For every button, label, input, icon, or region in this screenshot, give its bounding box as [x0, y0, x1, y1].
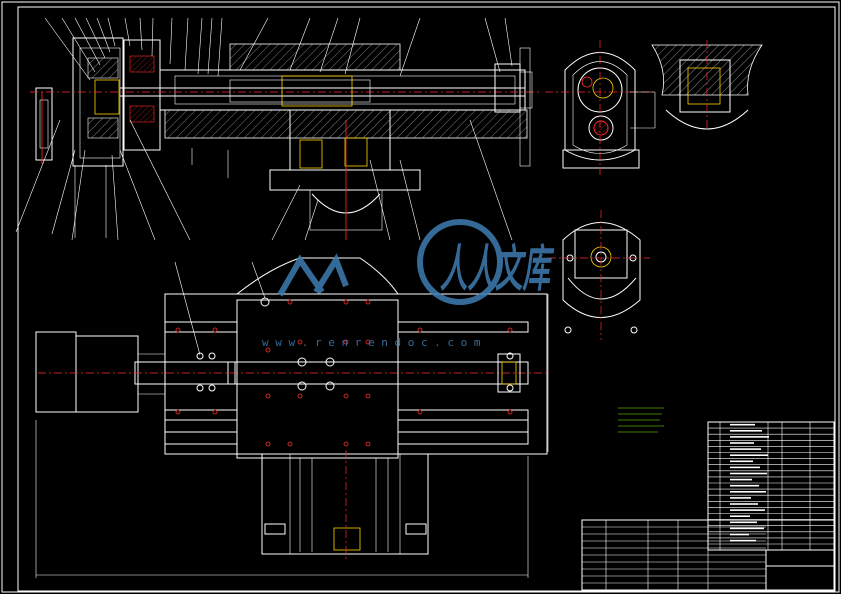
watermark: 人人文库 w w w . r e n r e n d o c . c o m: [262, 219, 554, 349]
parts-list-entry-mark: [730, 527, 764, 530]
side-view-c: [548, 210, 650, 340]
parts-list-entry-mark: [730, 436, 769, 438]
watermark-url: w w w . r e n r e n d o c . c o m: [262, 336, 481, 349]
parts-list-entry-mark: [730, 454, 768, 456]
watermark-logo-icon: [417, 219, 503, 305]
parts-list-entry-mark: [730, 503, 758, 505]
parts-list-entry-mark: [730, 539, 756, 542]
parts-list-entry-mark: [730, 497, 751, 499]
parts-list-entry-mark: [730, 442, 754, 444]
parts-list-entry-mark: [730, 521, 757, 524]
title-block: [581, 519, 835, 591]
parts-list-entry-mark: [730, 515, 750, 517]
parts-list-entry-mark: [730, 472, 767, 475]
parts-list-entry-mark: [730, 484, 759, 487]
parts-list-entry-mark: [730, 423, 755, 426]
part-leaders-top: [15, 17, 513, 241]
parts-list-entry-mark: [730, 430, 762, 432]
section-view: [30, 37, 540, 240]
parts-list-entry-mark: [730, 466, 760, 469]
side-view-a: [545, 40, 656, 175]
parts-list: [707, 421, 835, 551]
parts-list-entry-mark: [730, 533, 749, 536]
inner-border: [17, 6, 836, 592]
parts-list-entry-mark: [730, 491, 766, 493]
plan-view: [35, 257, 549, 578]
technical-notes: [618, 407, 664, 433]
parts-list-entry-mark: [730, 478, 752, 481]
side-view-b: [651, 40, 763, 130]
parts-list-entry-mark: [730, 448, 761, 450]
parts-list-entry-mark: [730, 460, 753, 463]
parts-list-entry-mark: [730, 509, 765, 511]
watermark-logo-text: 人人文库: [440, 240, 554, 298]
